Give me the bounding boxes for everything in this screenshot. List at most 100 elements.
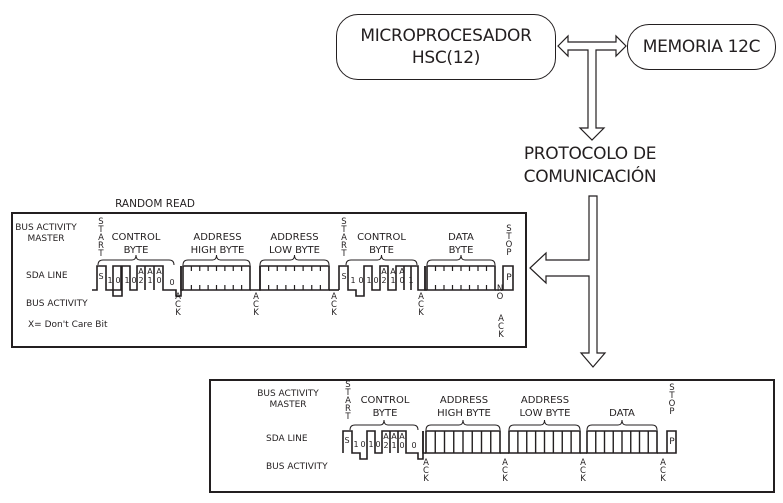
microprocessor-label-line2: HSC(12) [411, 48, 481, 68]
bidirectional-arrow-icon [557, 34, 627, 141]
bw-bit-6-b: 1 [391, 441, 397, 450]
branch-arrow-icon [529, 195, 607, 368]
rr-bit-2: 0 [115, 276, 121, 285]
rr-bit2-7-a: A [399, 267, 405, 276]
rr-bit2-6-a: A [390, 267, 396, 276]
bw-bit-0: S [344, 436, 350, 445]
bw-bit-8: 0 [411, 441, 417, 450]
rr-control-byte-2-wave [338, 265, 426, 297]
rr-brace-control-2 [345, 254, 418, 266]
rr-bit2-8: 1 [408, 276, 414, 285]
bw-stop-wave [657, 430, 677, 454]
rr-brace-data [426, 254, 496, 266]
rr-data-byte-ticks [434, 266, 488, 290]
rr-bit-6-a: A [147, 267, 153, 276]
rr-note: X= Don't Care Bit [28, 320, 108, 330]
bw-stop-bit: P [669, 437, 675, 447]
rr-address-high-ticks [190, 266, 243, 290]
bw-data-box [586, 430, 658, 454]
byte-write-panel [209, 379, 775, 493]
protocol-label-line1: PROTOCOLO DE [523, 144, 657, 164]
rr-control-byte-1-wave [92, 265, 182, 297]
memory-label: MEMORIA 12C [642, 37, 761, 57]
bw-bit-5-a: A [383, 432, 389, 441]
rr-bit-5-a: A [138, 267, 144, 276]
protocol-label-line2: COMUNICACIÓN [523, 167, 657, 187]
rr-bit2-1: 1 [350, 276, 356, 285]
rr-bit-8: 0 [169, 278, 175, 287]
bw-brace-address-high [425, 419, 501, 431]
protocol-label: PROTOCOLO DE COMUNICACIÓN [510, 143, 670, 189]
rr-stop-wave [424, 265, 514, 291]
bw-bus-label: BUS ACTIVITY [266, 462, 328, 472]
rr-address-low-ticks [268, 266, 321, 290]
bw-sda-label: SDA LINE [266, 434, 308, 444]
rr-bit-6-b: 1 [147, 276, 153, 285]
bw-brace-address-low [508, 419, 581, 431]
rr-stop-bit: P [506, 273, 512, 283]
bw-link-1 [422, 431, 426, 454]
bw-bit-6-a: A [391, 432, 397, 441]
bw-address-high-box [425, 430, 501, 454]
rr-brace-control-1 [97, 254, 175, 266]
rr-bit2-7-b: 0 [399, 276, 405, 285]
rr-bit-5-b: 2 [138, 276, 144, 285]
rr-data-byte-box [426, 265, 496, 291]
bw-bit-7-b: 0 [399, 441, 405, 450]
memory-node: MEMORIA 12C [627, 24, 776, 70]
rr-bit2-5-b: 2 [381, 276, 387, 285]
rr-bit-4: 0 [131, 276, 137, 285]
bw-address-low-ticks [517, 431, 572, 453]
bw-master-label: BUS ACTIVITY MASTER [257, 389, 319, 410]
bw-address-low-box [508, 430, 581, 454]
rr-bit-1: 1 [107, 276, 113, 285]
rr-bit2-6-b: 1 [390, 276, 396, 285]
rr-bit2-5-a: A [381, 267, 387, 276]
rr-sda-label: SDA LINE [26, 271, 68, 281]
bw-bit-4: 0 [375, 440, 381, 449]
bw-data-ticks [595, 431, 649, 453]
bw-bit-7-a: A [399, 432, 405, 441]
rr-bus-label: BUS ACTIVITY [26, 299, 88, 309]
rr-bit2-4: 0 [373, 276, 379, 285]
microprocessor-label-line1: MICROPROCESADOR [360, 26, 532, 46]
rr-bit2-2: 0 [358, 276, 364, 285]
bw-control-byte-wave [342, 430, 424, 460]
rr-address-high-box [182, 265, 251, 291]
rr-brace-address-high [182, 254, 251, 266]
rr-bit-3: 1 [124, 276, 130, 285]
rr-master-label: BUS ACTIVITY MASTER [15, 223, 77, 244]
bw-address-high-ticks [434, 431, 492, 453]
rr-link-2 [250, 266, 261, 291]
rr-bit2-0: S [341, 272, 347, 281]
rr-bit-7-a: A [156, 267, 162, 276]
rr-brace-address-low [259, 254, 330, 266]
rr-bit2-3: 1 [366, 276, 372, 285]
bw-bit-2: 0 [360, 440, 366, 449]
rr-bit-0: S [98, 272, 104, 281]
random-read-title: RANDOM READ [115, 198, 195, 210]
bw-bit-3: 1 [368, 440, 374, 449]
